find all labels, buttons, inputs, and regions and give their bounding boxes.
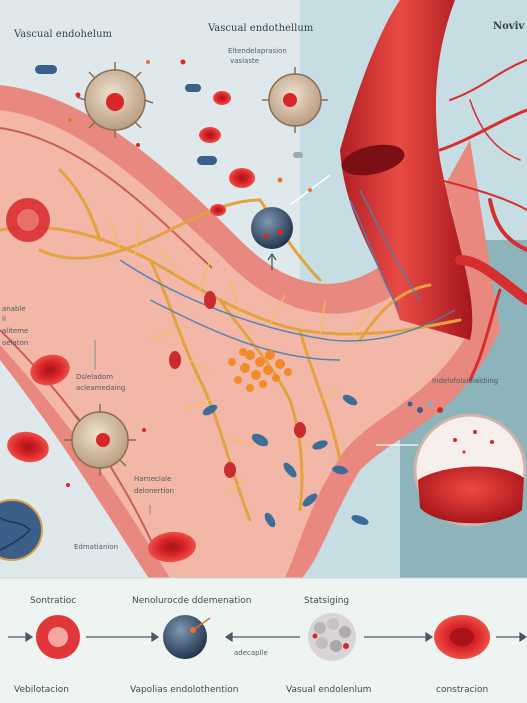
label-center-left-2: acleamedaing xyxy=(76,384,126,392)
sphere-cell xyxy=(251,207,293,249)
strip-header-1: Sontratioc xyxy=(30,596,77,606)
label-center-bottom-1: Harneciale xyxy=(134,475,172,483)
strip-caption-1: Vebilotacion xyxy=(14,685,69,695)
label-left-mid-4: oelaton xyxy=(2,339,29,347)
strip-caption-2: Vapolias endolothention xyxy=(130,685,239,695)
capsules-floating xyxy=(35,65,303,165)
strip-arrow-line xyxy=(8,631,527,643)
strip-header-2: Nenolurocde ddemenation xyxy=(132,596,252,606)
label-left-mid-3: aliteme xyxy=(2,327,29,335)
label-center-left-1: Dsleladom xyxy=(76,373,114,381)
capsule-cells xyxy=(202,394,369,528)
strip-icon-sphere xyxy=(163,615,211,659)
label-top-center: Vascual endothellum xyxy=(208,23,314,34)
label-top-left: Vascual endohelum xyxy=(14,29,113,40)
arteries-right xyxy=(438,59,527,382)
label-center-bottom-2: delonertion xyxy=(134,487,175,495)
cell-top-left xyxy=(76,62,154,138)
scatter-dots xyxy=(66,59,443,487)
nerve-branches xyxy=(109,219,371,496)
cell-top-center xyxy=(262,67,328,133)
strip-caption-3: Vasual endolenlum xyxy=(286,685,372,695)
label-right-mid: Indelofolaldlaldiing xyxy=(432,377,499,385)
label-bottom-left: Edmatianion xyxy=(74,543,119,551)
strip-icon-cluster xyxy=(308,613,356,661)
label-left-mid-1: anable xyxy=(2,305,26,313)
nerve-fibers xyxy=(0,168,462,522)
strip-caption-4: constracion xyxy=(436,685,489,695)
magnified-tissue xyxy=(413,413,527,527)
label-top-right: Noviv xyxy=(493,21,525,32)
strip-icon-rbc xyxy=(434,615,490,659)
strip-arrow-note: adecaplle xyxy=(234,649,268,657)
granule-cluster xyxy=(228,348,292,392)
blue-fibers xyxy=(119,189,456,361)
cell-mid-center xyxy=(64,404,136,476)
strip-icon-ring xyxy=(36,615,80,659)
lumen-red-cells xyxy=(169,291,306,478)
label-left-mid-2: il xyxy=(2,315,6,323)
strip-header-3: Statsiging xyxy=(304,596,350,606)
label-sub-top-2: vaslaste xyxy=(230,57,260,65)
free-red-cells xyxy=(7,91,255,563)
cell-bottom-left xyxy=(0,499,43,561)
label-sub-top: Eltendelaprasion xyxy=(228,47,287,55)
